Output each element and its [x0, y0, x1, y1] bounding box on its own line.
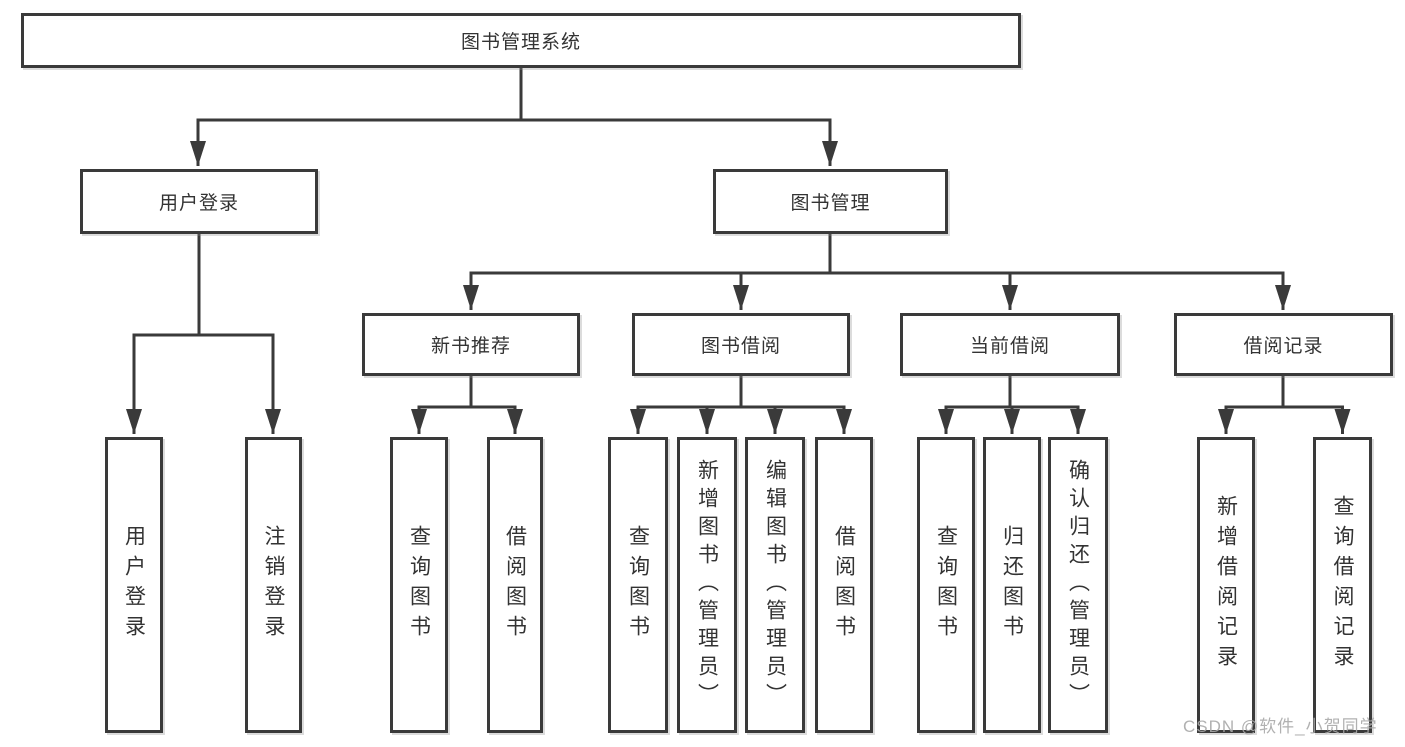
connector-current-borrow-split [938, 374, 1086, 434]
csdn-watermark: CSDN @软件_小贺同学 [1183, 717, 1378, 736]
leaf-borrow-borrow-books: 借阅图书 [815, 437, 873, 733]
leaf-return-books: 归还图书 [983, 437, 1041, 733]
node-borrow-records: 借阅记录 [1174, 313, 1393, 376]
leaf-edit-book-admin: 编辑图书（管理员） [745, 437, 805, 733]
connector-book-management-split [463, 232, 1291, 310]
connector-new-book-recommend-split [411, 374, 523, 434]
node-user-login: 用户登录 [80, 169, 318, 234]
leaf-query-borrow-record: 查询借阅记录 [1313, 437, 1372, 733]
leaf-borrow-query-books: 查询图书 [608, 437, 668, 733]
leaf-add-book-admin: 新增图书（管理员） [677, 437, 737, 733]
leaf-recommend-borrow-books: 借阅图书 [487, 437, 543, 733]
leaf-confirm-return-admin: 确认归还（管理员） [1048, 437, 1108, 733]
node-root-library-system: 图书管理系统 [21, 13, 1021, 68]
connector-borrow-records-split [1218, 374, 1351, 434]
connector-root-split [190, 66, 838, 166]
node-current-borrow: 当前借阅 [900, 313, 1120, 376]
node-book-borrow: 图书借阅 [632, 313, 850, 376]
connector-user-login-split [126, 232, 281, 434]
leaf-recommend-query-books: 查询图书 [390, 437, 448, 733]
node-book-management: 图书管理 [713, 169, 948, 234]
leaf-logout: 注销登录 [245, 437, 302, 733]
leaf-add-borrow-record: 新增借阅记录 [1197, 437, 1255, 733]
leaf-user-login: 用户登录 [105, 437, 163, 733]
connector-book-borrow-split [630, 374, 852, 434]
node-new-book-recommend: 新书推荐 [362, 313, 580, 376]
leaf-current-query-books: 查询图书 [917, 437, 975, 733]
